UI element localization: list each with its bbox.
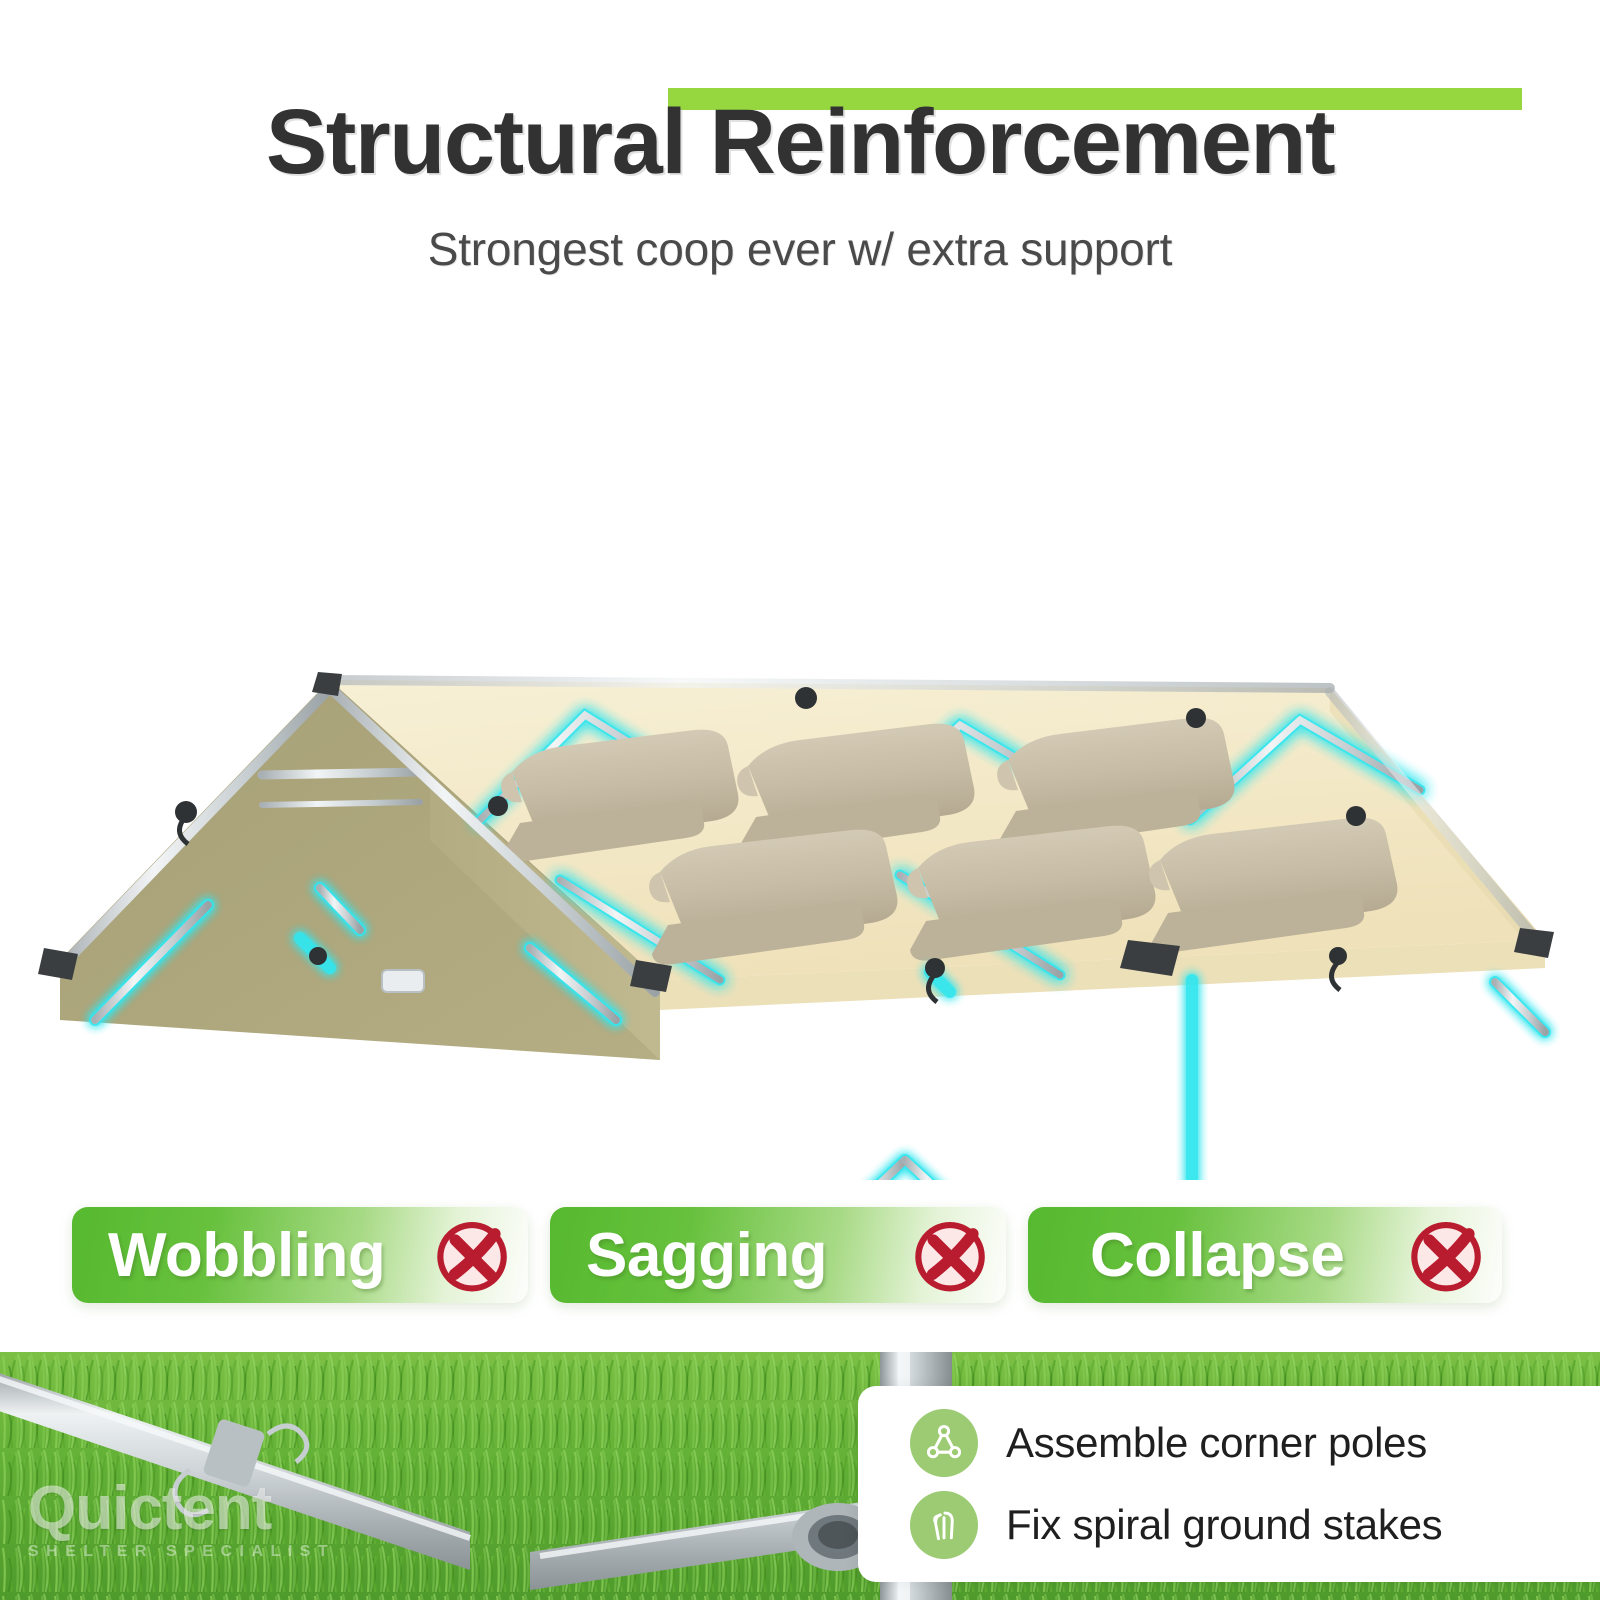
sandbag-4 (649, 829, 898, 965)
benefit-badge-row: Wobbling Sagging (72, 1196, 1542, 1314)
feature-label: Fix spiral ground stakes (1006, 1501, 1443, 1548)
sandbag-6 (1149, 817, 1398, 953)
rafter-pipes (55, 683, 1545, 997)
feature-row-assemble-corner-poles: Assemble corner poles (910, 1409, 1600, 1477)
badge-sagging[interactable]: Sagging (550, 1207, 1006, 1303)
gable-inner-panel (430, 775, 660, 1060)
corner-caps (38, 672, 1554, 992)
ridge-pole (325, 675, 1335, 693)
x-circle-icon (428, 1211, 516, 1299)
x-circle-icon (906, 1211, 994, 1299)
product-illustration (0, 320, 1600, 1180)
badge-wobbling[interactable]: Wobbling (72, 1207, 528, 1303)
feature-list-panel: Assemble corner poles Fix spiral ground … (858, 1386, 1600, 1582)
feature-row-fix-spiral-ground-stakes: Fix spiral ground stakes (910, 1491, 1600, 1559)
badge-collapse-label: Collapse (1090, 1220, 1345, 1290)
mid-rails (650, 1055, 660, 1180)
page-subtitle: Strongest coop ever w/ extra support (427, 223, 1173, 275)
sandbag-5 (907, 825, 1156, 961)
x-circle-icon (1402, 1211, 1490, 1299)
title-highlight-bar (668, 88, 1522, 110)
corner-pole-triangle-icon (910, 1409, 978, 1477)
header: Structural Reinforcement Strongest coop … (0, 0, 1600, 300)
coop-frame-diagram (38, 672, 1554, 1180)
frame-pipe-left (0, 1373, 471, 1570)
tiedown-hooks (177, 814, 1342, 1004)
door-hinges (381, 969, 425, 993)
feature-label: Assemble corner poles (1006, 1419, 1427, 1466)
page-title: Structural Reinforcement (265, 91, 1336, 193)
page-title-wrap: Structural Reinforcement (0, 96, 1600, 188)
brace-pipes (91, 884, 1549, 1180)
sandbag-1 (501, 729, 739, 862)
canopy-eave-front (660, 940, 1545, 1010)
badge-wobbling-label: Wobbling (108, 1220, 386, 1290)
ground-stake-icon (910, 1491, 978, 1559)
badge-sagging-label: Sagging (586, 1220, 828, 1290)
door-frame (257, 767, 425, 1180)
gable-left-panel (60, 680, 660, 1060)
badge-collapse[interactable]: Collapse (1028, 1207, 1502, 1303)
sandbag-group (501, 717, 1398, 965)
tiedown-clips (175, 687, 1366, 978)
